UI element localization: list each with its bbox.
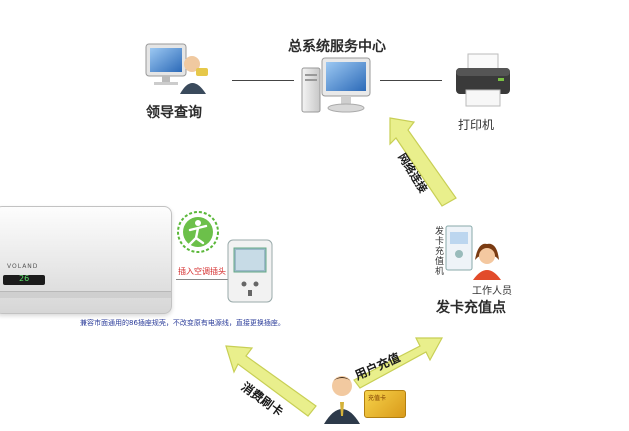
plug-label: 插入空调插头 (178, 267, 226, 276)
smart-plug-icon (227, 239, 273, 303)
compat-note: 兼容市面通用的86插座规壳，不改变原有电源线，直接更换插座。 (80, 319, 285, 327)
leader-label: 领导查询 (146, 105, 202, 121)
staff-person-icon (473, 243, 501, 280)
card-text: 充值卡 (368, 395, 387, 402)
user-card-icon: 充值卡 (364, 390, 406, 418)
swipe-arrow-icon (225, 345, 317, 417)
green-logo-icon (177, 211, 219, 253)
printer-label: 打印机 (458, 118, 495, 132)
line-ac-plug (176, 279, 230, 280)
center-title: 总系统服务中心 (288, 39, 386, 55)
printer-icon (456, 53, 510, 107)
leader-computer-icon (145, 43, 208, 94)
line-leader-center (232, 80, 294, 81)
ac-display-value: 26 (19, 274, 30, 283)
ac-display: 26 (3, 274, 45, 285)
card-machine-icon (445, 225, 473, 271)
ac-brand-label: VOLAND (7, 263, 39, 270)
card-machine-label: 发卡充值机 (433, 226, 443, 276)
ac-vent (0, 291, 171, 298)
air-conditioner: VOLAND 26 (0, 206, 172, 314)
network-arrow-icon (389, 117, 457, 207)
card-point-label: 发卡充值点 (436, 300, 506, 316)
line-center-printer (380, 80, 442, 81)
server-computer-icon (301, 57, 371, 113)
recharge-arrow-icon (353, 337, 444, 389)
user-person-icon (324, 376, 360, 424)
staff-label: 工作人员 (472, 286, 512, 297)
